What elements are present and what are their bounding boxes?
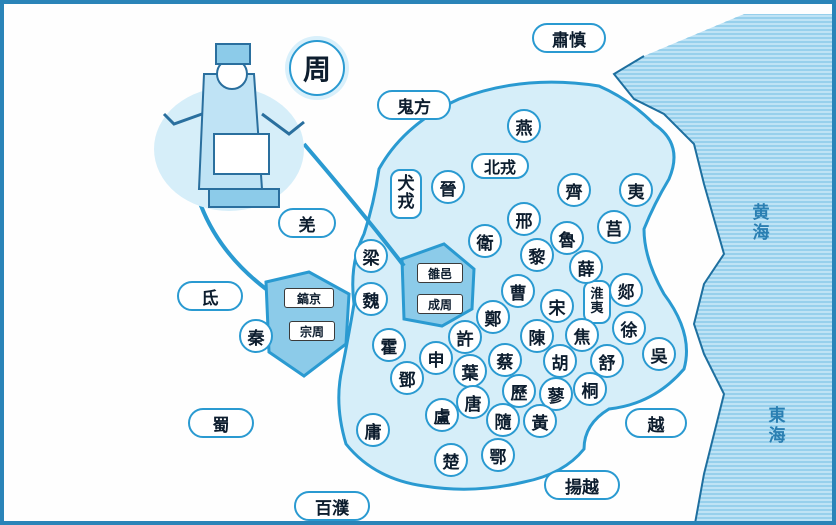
state-label: 莒 [597, 210, 631, 244]
state-label: 唐 [456, 385, 490, 419]
state-label: 桐 [573, 372, 607, 406]
state-label: 魏 [354, 282, 388, 316]
state-label: 隨 [486, 403, 520, 437]
capital-city-zongzhou: 宗周 [289, 321, 335, 341]
people-label: 肅慎 [532, 23, 606, 53]
state-label: 庸 [356, 413, 390, 447]
state-label: 楚 [434, 443, 468, 477]
people-label: 越 [625, 408, 687, 438]
state-label: 黎 [520, 238, 554, 272]
state-label: 曹 [501, 274, 535, 308]
state-label: 衛 [468, 224, 502, 258]
state-label: 許 [448, 320, 482, 354]
state-label: 蓼 [539, 377, 573, 411]
state-label: 鄂 [481, 438, 515, 472]
state-label: 梁 [354, 239, 388, 273]
state-label: 薛 [569, 250, 603, 284]
state-label: 齊 [557, 173, 591, 207]
state-label: 歷 [502, 374, 536, 408]
state-label: 黃 [523, 404, 557, 438]
capital-city-luoyi: 雒邑 [417, 263, 463, 283]
state-label: 葉 [453, 354, 487, 388]
state-label: 燕 [507, 109, 541, 143]
capital-city-haojing: 鎬京 [284, 288, 334, 308]
state-label: 晉 [431, 170, 465, 204]
capital-city-chengzhou: 成周 [417, 294, 463, 314]
people-label: 氐 [177, 281, 243, 311]
sea-label-east: 東海 [768, 406, 786, 446]
people-label: 北戎 [471, 153, 529, 179]
state-label: 陳 [520, 319, 554, 353]
state-label: 吳 [642, 337, 676, 371]
sea-label-yellow: 黄海 [752, 203, 770, 243]
zhou-king-illustration [154, 43, 305, 211]
state-label: 舒 [590, 344, 624, 378]
zhou-emblem: 周 [289, 40, 345, 96]
people-label: 蜀 [188, 408, 254, 438]
state-label: 鄭 [476, 300, 510, 334]
people-label: 羌 [278, 208, 336, 238]
state-label: 蔡 [488, 343, 522, 377]
state-label: 郯 [609, 273, 643, 307]
state-label: 魯 [550, 221, 584, 255]
state-label: 鄧 [390, 361, 424, 395]
state-label: 胡 [543, 344, 577, 378]
sea-area [612, 14, 832, 521]
state-label: 焦 [565, 318, 599, 352]
people-label-huaiyi: 淮夷 [583, 280, 611, 324]
state-label: 夷 [619, 173, 653, 207]
people-label: 揚越 [544, 470, 620, 500]
state-label: 秦 [239, 319, 273, 353]
state-label: 徐 [612, 311, 646, 345]
people-label: 百濮 [294, 491, 370, 521]
state-label: 霍 [372, 328, 406, 362]
people-label: 鬼方 [377, 90, 451, 120]
state-label: 宋 [540, 289, 574, 323]
state-label: 盧 [425, 398, 459, 432]
state-label: 邢 [507, 202, 541, 236]
people-label-quanrong: 犬戎 [390, 169, 422, 219]
state-label: 申 [419, 341, 453, 375]
